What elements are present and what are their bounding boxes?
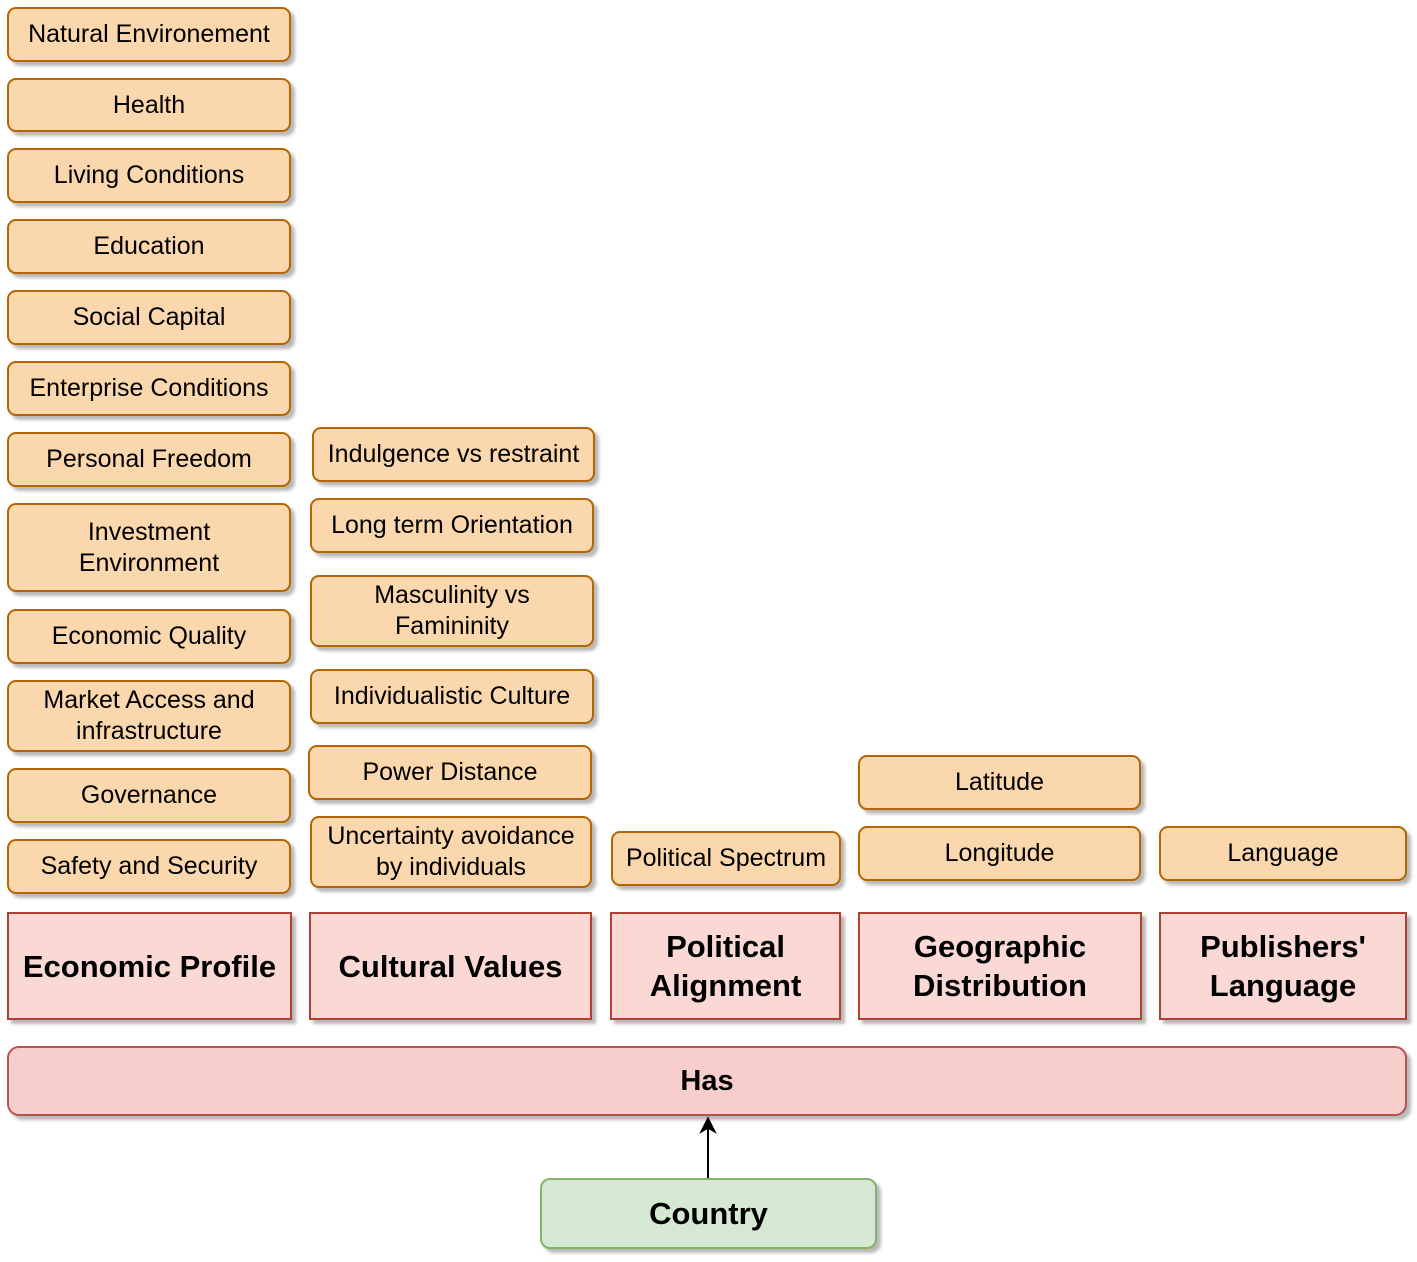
attr-label: Indulgence vs restraint <box>327 440 580 468</box>
entity-label: Country <box>649 1196 768 1231</box>
attr-label: Investment Environment <box>78 517 220 577</box>
attr-latitude: Latitude <box>858 755 1141 810</box>
attr-label: Latitude <box>955 768 1044 796</box>
attr-natural-environement: Natural Environement <box>7 7 291 62</box>
category-publishers-language: Publishers' Language <box>1159 912 1407 1020</box>
attr-power-distance: Power Distance <box>308 745 592 800</box>
attr-investment-environment: Investment Environment <box>7 503 291 592</box>
attr-label: Social Capital <box>72 303 226 331</box>
attr-safety-and-security: Safety and Security <box>7 839 291 894</box>
attr-label: Personal Freedom <box>46 445 252 473</box>
attr-label: Living Conditions <box>53 161 245 189</box>
category-label: Publishers' Language <box>1200 929 1366 1003</box>
category-economic-profile: Economic Profile <box>7 912 292 1020</box>
attr-language: Language <box>1159 826 1407 881</box>
category-cultural-values: Cultural Values <box>309 912 592 1020</box>
attr-longitude: Longitude <box>858 826 1141 881</box>
attr-market-access-and-infrastructure: Market Access and infrastructure <box>7 680 291 752</box>
attr-label: Health <box>112 90 186 119</box>
attr-individualistic-culture: Individualistic Culture <box>310 669 594 724</box>
attr-label: Longitude <box>944 839 1055 867</box>
attr-label: Uncertainty avoidance by individuals <box>327 822 575 881</box>
attr-label: Individualistic Culture <box>333 682 571 710</box>
attr-political-spectrum: Political Spectrum <box>611 831 841 886</box>
attr-indulgence-vs-restraint: Indulgence vs restraint <box>312 427 595 482</box>
arrowhead-icon <box>699 1116 717 1134</box>
attr-long-term-orientation: Long term Orientation <box>310 498 594 553</box>
attr-label: Education <box>93 232 205 260</box>
attr-label: Governance <box>80 781 218 809</box>
category-political-alignment: Political Alignment <box>610 912 841 1020</box>
attr-label: Masculinity vs Famininity <box>374 581 530 640</box>
attr-label: Market Access and infrastructure <box>43 686 255 745</box>
attr-living-conditions: Living Conditions <box>7 148 291 203</box>
attr-label: Economic Quality <box>51 622 247 650</box>
attr-label: Enterprise Conditions <box>29 374 269 402</box>
entity-country: Country <box>540 1178 877 1249</box>
attr-label: Natural Environement <box>28 20 270 48</box>
attr-uncertainty-avoidance-by-individuals: Uncertainty avoidance by individuals <box>310 816 592 888</box>
attr-social-capital: Social Capital <box>7 290 291 345</box>
attr-label: Political Spectrum <box>625 844 827 872</box>
attr-label: Power Distance <box>362 758 538 786</box>
attr-education: Education <box>7 219 291 274</box>
attr-label: Safety and Security <box>40 852 258 880</box>
category-label: Geographic Distribution <box>913 929 1087 1003</box>
attr-governance: Governance <box>7 768 291 823</box>
category-label: Economic Profile <box>22 948 277 984</box>
relation-has: Has <box>7 1046 1407 1116</box>
attr-enterprise-conditions: Enterprise Conditions <box>7 361 291 416</box>
attr-label: Language <box>1227 839 1339 867</box>
attr-economic-quality: Economic Quality <box>7 609 291 664</box>
relation-label: Has <box>680 1064 734 1097</box>
attr-masculinity-vs-famininity: Masculinity vs Famininity <box>310 575 594 647</box>
category-label: Cultural Values <box>338 948 563 984</box>
category-label: Political Alignment <box>649 929 802 1003</box>
attr-personal-freedom: Personal Freedom <box>7 432 291 487</box>
category-geographic-distribution: Geographic Distribution <box>858 912 1142 1020</box>
attr-health: Health <box>7 78 291 132</box>
attr-label: Long term Orientation <box>331 511 573 539</box>
